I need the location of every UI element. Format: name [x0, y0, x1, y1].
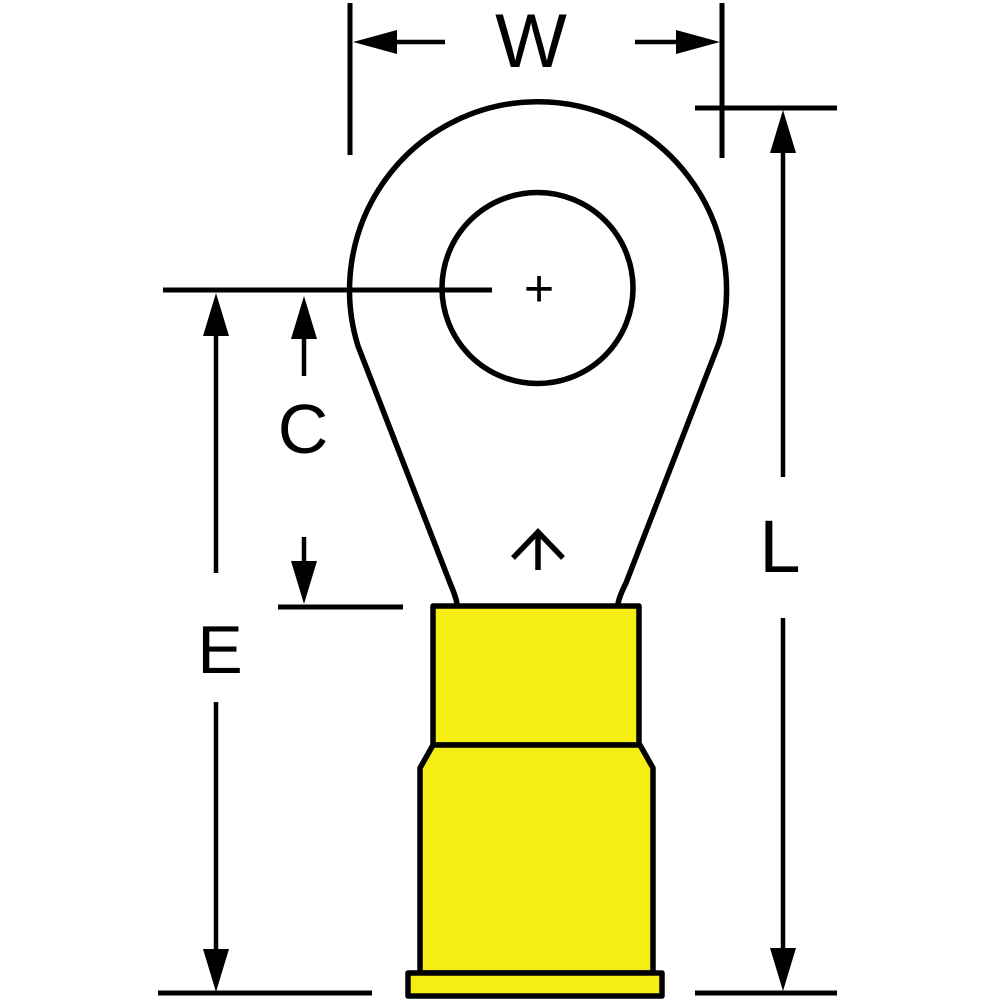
l-arrowhead-top: [770, 110, 796, 153]
c-arrowhead-top: [291, 296, 317, 339]
hole-center-mark: +: [524, 260, 554, 318]
l-arrowhead-bottom: [770, 948, 796, 991]
w-arrowhead-left: [353, 30, 397, 54]
l-dimension-label: L: [759, 505, 800, 588]
w-arrowhead-right: [676, 30, 720, 54]
insulation-barrel-flange: [405, 970, 665, 999]
e-arrowhead-bottom: [203, 949, 229, 992]
w-dimension-label: W: [495, 0, 567, 84]
insulation-barrel-lower: [417, 742, 656, 976]
e-arrowhead-top: [203, 293, 229, 336]
indent-arrow-icon: [511, 528, 565, 570]
c-dimension-label: C: [278, 390, 329, 468]
e-dimension-label: E: [197, 612, 242, 688]
insulation-barrel-upper: [430, 603, 642, 748]
c-arrowhead-bottom: [291, 561, 317, 604]
